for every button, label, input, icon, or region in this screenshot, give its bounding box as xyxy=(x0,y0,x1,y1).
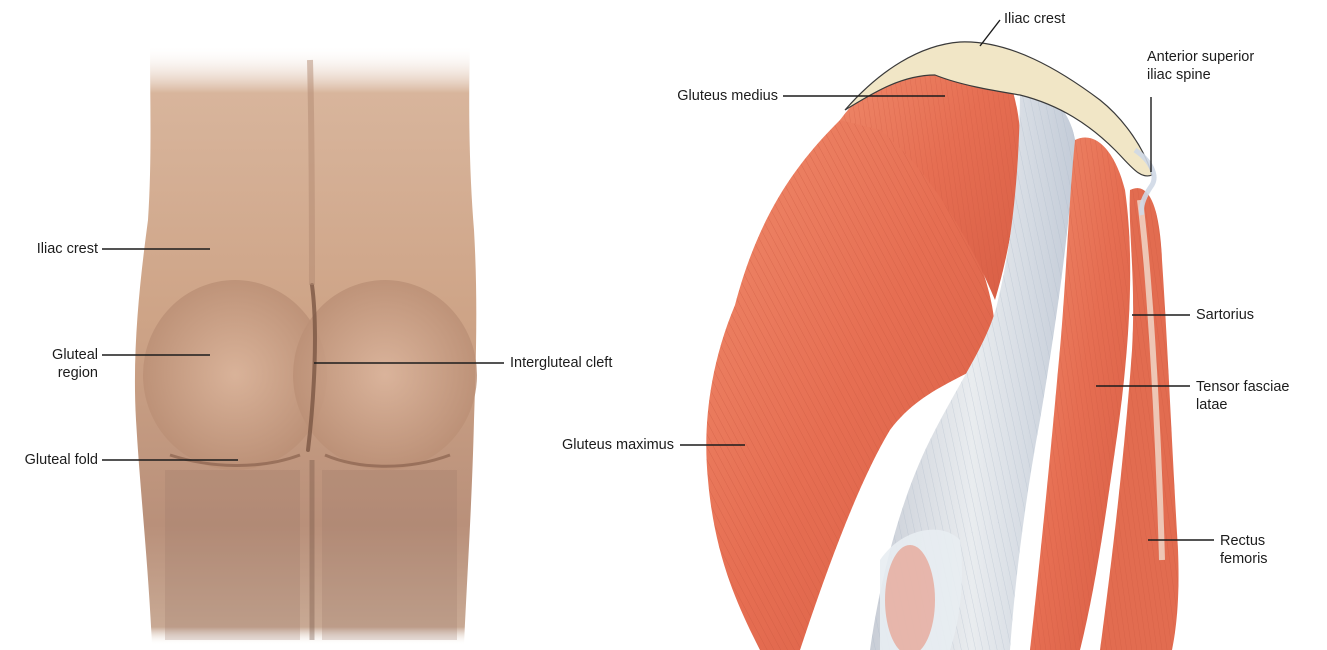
label-tensor-fasciae-latae: Tensor fasciae latae xyxy=(1196,378,1290,414)
label-rectus-femoris: Rectus femoris xyxy=(1220,532,1268,568)
label-gluteal-region: Gluteal region xyxy=(10,346,98,382)
right-buttock xyxy=(293,280,477,470)
leader-line-iliac-crest-right xyxy=(980,20,1000,46)
label-sartorius: Sartorius xyxy=(1196,306,1254,324)
label-gluteal-fold: Gluteal fold xyxy=(0,451,98,469)
label-gluteus-maximus: Gluteus maximus xyxy=(520,436,674,454)
label-iliac-crest-right: Iliac crest xyxy=(1004,10,1065,28)
label-anterior-superior-iliac-spine: Anterior superior iliac spine xyxy=(1147,48,1254,84)
label-gluteus-medius: Gluteus medius xyxy=(620,87,778,105)
label-iliac-crest-left: Iliac crest xyxy=(10,240,98,258)
label-intergluteal-cleft: Intergluteal cleft xyxy=(510,354,612,372)
